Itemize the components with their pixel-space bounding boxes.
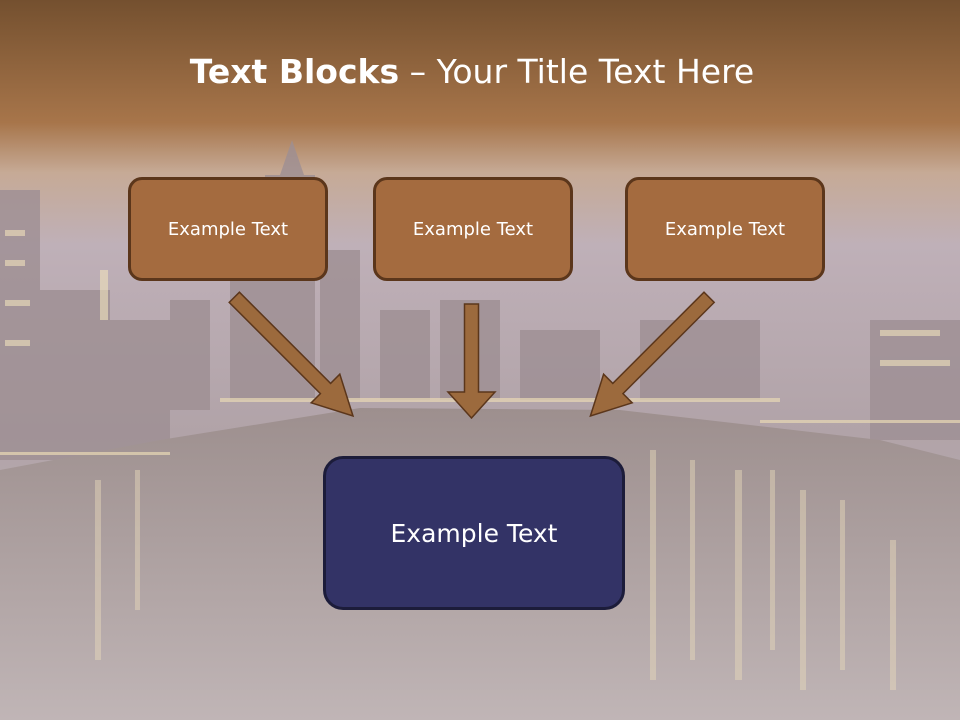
title-bold-part: Text Blocks bbox=[189, 52, 400, 91]
arrow-center bbox=[446, 303, 497, 420]
text-block-bottom: Example Text bbox=[323, 456, 625, 610]
text-block-left-label: Example Text bbox=[167, 218, 289, 240]
text-block-right: Example Text bbox=[625, 177, 825, 281]
text-block-right-label: Example Text bbox=[664, 218, 786, 240]
arrow-left bbox=[228, 291, 355, 418]
text-block-center-label: Example Text bbox=[412, 218, 534, 240]
arrow-right bbox=[589, 291, 716, 418]
text-block-left: Example Text bbox=[128, 177, 328, 281]
slide-title: Text Blocks – Your Title Text Here bbox=[0, 52, 944, 91]
text-block-center: Example Text bbox=[373, 177, 573, 281]
text-block-bottom-label: Example Text bbox=[390, 518, 558, 548]
title-rest-part: – Your Title Text Here bbox=[399, 52, 755, 91]
